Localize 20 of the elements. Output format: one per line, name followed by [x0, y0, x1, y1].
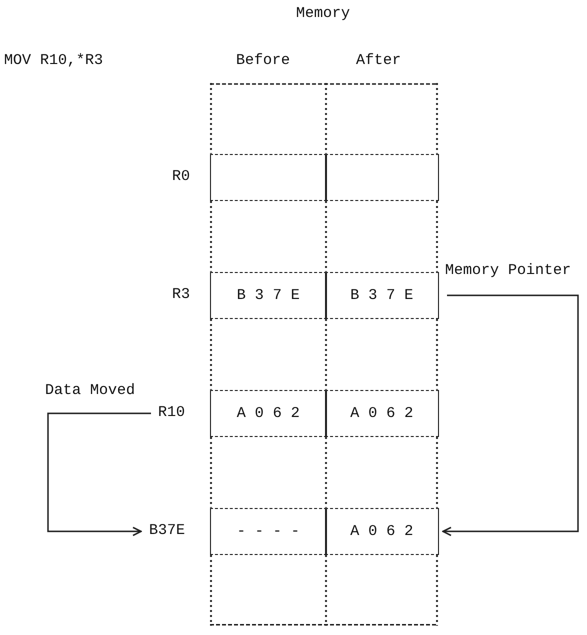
column-header: Before	[236, 51, 290, 71]
memory-cell: A 0 6 2	[325, 508, 438, 555]
arrow	[47, 412, 151, 536]
memory-cell: B 3 7 E	[210, 272, 326, 319]
memory-cell: A 0 6 2	[325, 390, 438, 437]
edge-label: Data Moved	[45, 381, 136, 402]
memory-cell: A 0 6 2	[210, 390, 326, 437]
instruction-text: MOV R10,*R3	[4, 51, 104, 71]
edge-label: Memory Pointer	[445, 261, 572, 282]
diagram-title: Memory	[296, 4, 350, 24]
memory-cell: B 3 7 E	[325, 272, 438, 319]
column-header: After	[356, 51, 402, 71]
empty-memory-cell	[210, 154, 326, 201]
memory-cell: - - - -	[210, 508, 326, 555]
register-label: R10	[125, 403, 185, 424]
register-label: R3	[130, 285, 190, 306]
register-label: R0	[130, 167, 190, 188]
arrow	[442, 294, 579, 536]
register-label: B37E	[125, 521, 185, 542]
empty-memory-cell	[325, 154, 438, 201]
